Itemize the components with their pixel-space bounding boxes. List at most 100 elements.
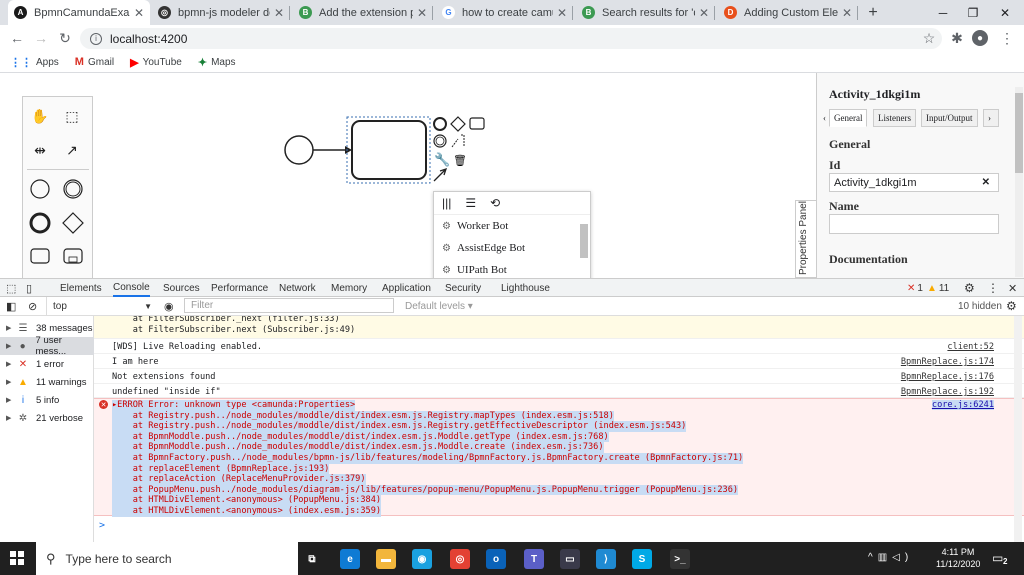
console-sidebar-item[interactable]: ▶▲11 warnings [0, 373, 94, 391]
bookmark-apps[interactable]: ⋮⋮Apps [10, 56, 59, 69]
expand-arrow-icon[interactable]: ▶ [6, 415, 12, 422]
settings-gear-icon[interactable]: ⚙ [964, 281, 975, 295]
clear-id-icon[interactable]: ✕ [981, 177, 990, 188]
tab-close-icon[interactable]: ✕ [556, 5, 567, 20]
context-selector[interactable]: top ▼ [46, 297, 156, 315]
id-input[interactable]: Activity_1dkgi1m ✕ [829, 173, 999, 192]
tab-general[interactable]: General [829, 109, 868, 127]
vscode-icon[interactable]: ⟩ [596, 549, 616, 569]
devtools-tab-elements[interactable]: Elements [60, 282, 102, 294]
start-windows-icon[interactable] [10, 551, 24, 565]
new-tab-button[interactable]: + [868, 3, 878, 21]
console-source-link[interactable]: client:52 [947, 342, 994, 352]
space-tool-icon[interactable]: ⇹ [34, 141, 46, 158]
system-tray-icons[interactable]: ^▥◁) [868, 552, 914, 563]
browser-tab[interactable]: ABpmnCamundaExample✕ [8, 0, 150, 25]
devtools-tab-memory[interactable]: Memory [331, 282, 368, 294]
address-bar[interactable]: i localhost:4200 [80, 28, 942, 49]
bookmark-maps[interactable]: ✦Maps [198, 56, 236, 69]
popup-menu-item[interactable]: ⚙Worker Bot [434, 215, 590, 237]
device-toolbar-icon[interactable]: ▯ [26, 282, 33, 295]
console-settings-gear-icon[interactable]: ⚙ [1006, 299, 1017, 313]
devtools-tab-lighthouse[interactable]: Lighthouse [501, 282, 550, 294]
loop-marker-icon[interactable]: ||| [442, 196, 452, 210]
console-source-link[interactable]: BpmnReplace.js:192 [900, 387, 994, 397]
browser-tab[interactable]: ◎bpmn-js modeler demo✕ [152, 0, 290, 25]
terminal-icon[interactable]: >_ [670, 549, 690, 569]
devtools-tab-console[interactable]: Console [113, 279, 150, 297]
expand-arrow-icon[interactable]: ▶ [6, 361, 12, 368]
close-devtools-icon[interactable]: ✕ [1008, 282, 1018, 295]
devtools-tab-performance[interactable]: Performance [211, 282, 269, 294]
outlook-icon[interactable]: o [486, 549, 506, 569]
devtools-tab-sources[interactable]: Sources [163, 282, 200, 294]
tab-close-icon[interactable]: ✕ [698, 5, 709, 20]
close-window-icon[interactable]: ✕ [999, 5, 1011, 20]
properties-panel-toggle[interactable]: Properties Panel [795, 200, 816, 278]
task-view-icon[interactable]: ⧉ [302, 549, 322, 569]
tab-close-icon[interactable]: ✕ [133, 5, 144, 20]
properties-scrollbar[interactable] [1015, 87, 1023, 277]
show-sidebar-icon[interactable]: ◧ [6, 300, 17, 313]
filter-input[interactable]: Filter [184, 298, 394, 313]
restore-icon[interactable]: ❐ [967, 5, 979, 20]
lasso-tool-icon[interactable]: ⬚ [65, 107, 79, 124]
console-scrollbar[interactable] [1014, 316, 1022, 542]
bpmn-canvas[interactable]: ✋ ⬚ ⇹ ↗ 🔧 🗑 ||| ☰ [0, 73, 816, 278]
tab-close-icon[interactable]: ✕ [416, 5, 427, 20]
tabs-scroll-right-icon[interactable]: › [983, 109, 999, 127]
popup-menu-item[interactable]: ⚙AssistEdge Bot [434, 237, 590, 259]
error-counter[interactable]: ✕ 1 ▲ 11 [907, 279, 949, 297]
clear-console-icon[interactable]: ⊘ [28, 300, 38, 313]
console-sidebar-item[interactable]: ▶✕1 error [0, 355, 94, 373]
minimize-icon[interactable]: ─ [938, 5, 948, 20]
app-icon[interactable]: ◉ [412, 549, 432, 569]
console-sidebar-item[interactable]: ▶✲21 verbose [0, 409, 94, 427]
extensions-icon[interactable]: ✱ [951, 29, 963, 46]
inspect-element-icon[interactable]: ⬚ [6, 282, 17, 295]
taskbar-search-box[interactable]: ⚲ Type here to search [36, 542, 298, 575]
expand-arrow-icon[interactable]: ▶ [6, 325, 12, 332]
console-prompt[interactable]: > [99, 520, 106, 531]
profile-avatar-icon[interactable]: ● [972, 30, 988, 46]
site-info-icon[interactable]: i [90, 32, 102, 45]
notification-icon[interactable]: ▭ [992, 551, 1004, 565]
expand-arrow-icon[interactable]: ▶ [6, 397, 12, 404]
skype-icon[interactable]: S [632, 549, 652, 569]
app2-icon[interactable]: ▭ [560, 549, 580, 569]
file-explorer-icon[interactable]: ▬ [376, 549, 396, 569]
global-connect-icon[interactable]: ↗ [66, 141, 78, 158]
reload-icon[interactable]: ↻ [59, 29, 71, 46]
bookmark-youtube[interactable]: ▶YouTube [130, 56, 182, 69]
forward-icon[interactable]: → [34, 30, 48, 46]
console-source-link[interactable]: BpmnReplace.js:176 [900, 372, 994, 382]
chrome-icon[interactable]: ◎ [450, 549, 470, 569]
console-source-link[interactable]: BpmnReplace.js:174 [900, 357, 994, 367]
popup-scrollbar[interactable] [580, 224, 588, 258]
devtools-tab-network[interactable]: Network [279, 282, 316, 294]
log-levels-dropdown[interactable]: Default levels ▾ [405, 300, 473, 312]
tabs-scroll-left-icon[interactable]: ‹ [823, 113, 826, 123]
popup-menu-item[interactable]: ⚙UIPath Bot [434, 259, 590, 278]
name-textarea[interactable] [829, 214, 999, 234]
tab-close-icon[interactable]: ✕ [841, 5, 852, 20]
edge-icon[interactable]: e [340, 549, 360, 569]
compensation-icon[interactable]: ⟲ [490, 196, 501, 210]
devtools-tab-security[interactable]: Security [445, 282, 482, 294]
hand-tool-icon[interactable]: ✋ [31, 107, 49, 124]
back-icon[interactable]: ← [10, 30, 24, 46]
bookmark-star-icon[interactable]: ☆ [922, 29, 936, 46]
console-sidebar-item[interactable]: ▶●7 user mess... [0, 335, 94, 357]
teams-icon[interactable]: T [524, 549, 544, 569]
live-expression-eye-icon[interactable]: ◉ [164, 300, 174, 313]
console-sidebar-item[interactable]: ▶☰38 messages [0, 319, 94, 337]
devtools-tab-application[interactable]: Application [382, 282, 431, 294]
expand-arrow-icon[interactable]: ▶ [6, 379, 12, 386]
devtools-menu-icon[interactable]: ⋮ [987, 281, 999, 295]
